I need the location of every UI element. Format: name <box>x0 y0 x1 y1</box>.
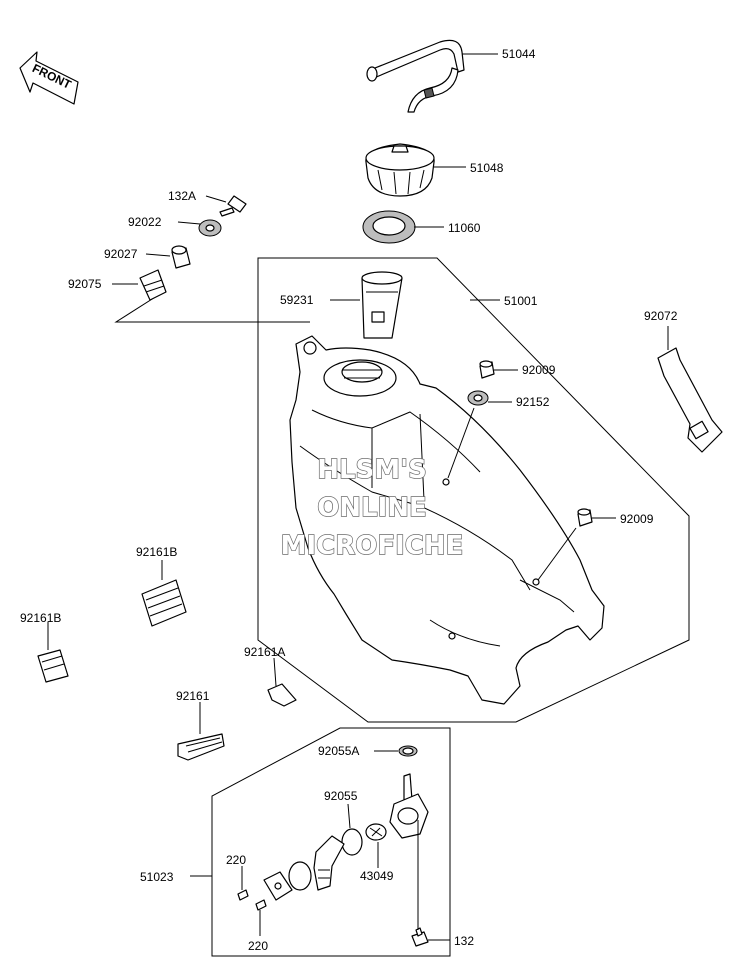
o-ring-large <box>288 861 312 891</box>
watermark-line3: MICROFICHE <box>281 531 464 561</box>
label-59231: 59231 <box>280 293 314 307</box>
label-92055a: 92055A <box>318 744 359 758</box>
grommet-92152 <box>467 390 489 406</box>
label-51044: 51044 <box>502 47 536 61</box>
front-arrow-icon: FRONT <box>19 51 79 105</box>
plate <box>263 871 293 901</box>
label-92075: 92075 <box>68 277 102 291</box>
fuel-tank <box>289 335 605 705</box>
damper-92075 <box>139 269 167 301</box>
clip-92161a <box>267 683 297 707</box>
label-92009-top: 92009 <box>522 363 556 377</box>
cap-gasket <box>362 210 416 244</box>
o-ring-92055 <box>341 828 363 856</box>
label-132: 132 <box>454 934 474 948</box>
label-92072: 92072 <box>644 309 678 323</box>
label-43049: 43049 <box>360 869 394 883</box>
pad-92161 <box>177 733 225 761</box>
fuel-cap <box>365 143 435 197</box>
label-92009-right: 92009 <box>620 512 654 526</box>
cap-92009-right <box>577 508 593 527</box>
tank-assembly-outline <box>257 257 690 723</box>
screw-220-upper <box>237 889 249 901</box>
breather-hose <box>366 39 465 113</box>
leader-92075 <box>114 293 310 323</box>
collar-92027 <box>171 245 191 269</box>
gasket-43049 <box>365 823 387 841</box>
label-92161b-left: 92161B <box>20 611 61 625</box>
label-92152: 92152 <box>516 395 550 409</box>
label-11060: 11060 <box>448 221 481 235</box>
watermark-line1: HLSM'S <box>317 455 427 485</box>
label-51023: 51023 <box>140 870 174 884</box>
washer-92022 <box>198 219 222 237</box>
fuel-cock-body <box>389 773 429 839</box>
bolt-132a <box>219 195 247 217</box>
bolt-132 <box>411 927 429 947</box>
fuel-filter <box>361 271 403 339</box>
label-132a: 132A <box>168 189 196 203</box>
label-92027: 92027 <box>104 247 138 261</box>
pad-92161b-upper <box>141 579 187 627</box>
cap-92009-top <box>479 360 495 379</box>
label-220-lower: 220 <box>248 939 268 953</box>
label-92161b-upper: 92161B <box>136 545 177 559</box>
lever <box>313 835 345 891</box>
label-92055: 92055 <box>324 789 358 803</box>
tank-strap-92072 <box>657 347 723 453</box>
label-220-upper: 220 <box>226 853 246 867</box>
label-51048: 51048 <box>470 161 504 175</box>
label-92022: 92022 <box>128 215 162 229</box>
fuel-cock-assembly-outline <box>211 727 451 957</box>
o-ring-92055a <box>398 745 418 757</box>
screw-220-lower <box>255 899 267 911</box>
label-92161: 92161 <box>176 689 210 703</box>
label-92161a: 92161A <box>244 645 285 659</box>
watermark-line2: ONLINE <box>317 493 427 523</box>
pad-92161b-left <box>37 649 69 683</box>
watermark: HLSM'S ONLINE MICROFICHE <box>280 454 464 561</box>
label-51001: 51001 <box>504 294 538 308</box>
